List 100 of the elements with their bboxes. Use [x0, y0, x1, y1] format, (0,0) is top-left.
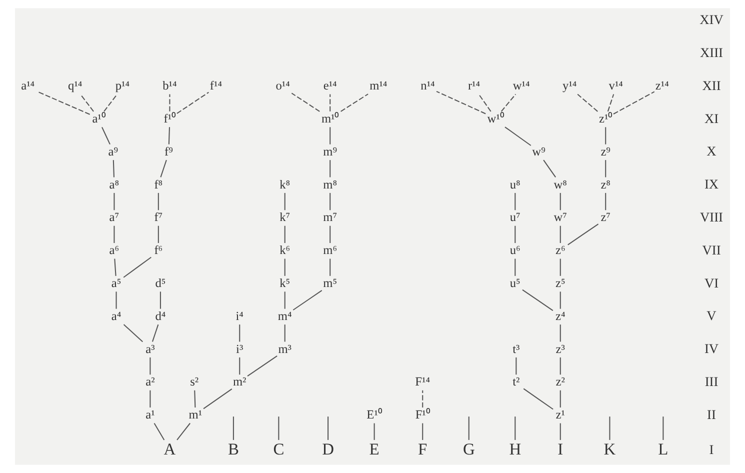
connector — [284, 324, 286, 342]
node-text: m¹ — [188, 408, 202, 422]
node-text: k⁸ — [280, 177, 290, 192]
node-text: a⁴ — [111, 308, 122, 323]
connector — [523, 388, 554, 410]
connector — [607, 94, 614, 112]
connector — [577, 94, 598, 112]
connector — [114, 258, 116, 276]
node-text: a¹⁴ — [21, 78, 35, 93]
node-text: b¹⁴ — [162, 78, 177, 93]
node-text: v¹⁴ — [608, 78, 623, 93]
node-text: u⁷ — [510, 210, 520, 224]
connector — [330, 127, 331, 144]
connector — [340, 94, 368, 112]
node-text: z⁵ — [555, 276, 566, 290]
connector — [543, 160, 556, 178]
connector — [330, 94, 331, 112]
node-text: z⁷ — [600, 210, 610, 224]
node-text: G — [462, 439, 475, 458]
connector — [514, 258, 516, 276]
label: XI — [704, 110, 719, 126]
node-text: m⁸ — [323, 177, 338, 192]
connector — [560, 292, 561, 309]
connector — [662, 416, 664, 440]
node-text: a³ — [146, 342, 155, 356]
label: IV — [704, 341, 719, 356]
connector — [114, 226, 115, 244]
node-text: i⁴ — [236, 308, 244, 323]
connector — [239, 357, 240, 375]
connector — [605, 192, 606, 210]
connector — [194, 390, 196, 408]
connector — [374, 423, 375, 440]
connector — [560, 390, 561, 408]
label: VI — [704, 275, 719, 290]
label: XII — [702, 78, 721, 93]
node-text: s² — [190, 374, 199, 389]
connector — [292, 290, 322, 310]
connector — [522, 289, 554, 311]
connector — [609, 416, 610, 440]
node-text: p¹⁴ — [115, 78, 130, 93]
connector — [203, 388, 232, 410]
node-text: o¹⁴ — [276, 78, 290, 93]
label: III — [704, 374, 718, 389]
connector — [247, 356, 278, 376]
node-text: A — [164, 439, 176, 458]
node-text: z⁶ — [555, 243, 566, 258]
connector — [422, 423, 424, 440]
connector — [291, 92, 320, 112]
node-text: C — [273, 439, 284, 458]
connector — [158, 226, 159, 244]
connector — [613, 91, 655, 114]
node-text: a² — [146, 374, 155, 389]
node-text: t³ — [512, 342, 520, 356]
connector — [150, 390, 151, 408]
node-text: t² — [512, 374, 520, 389]
connector — [504, 126, 532, 146]
label: VII — [702, 242, 721, 258]
node-text: w¹⁰ — [487, 111, 504, 126]
node-text: a¹⁰ — [92, 111, 106, 126]
node-text: D — [322, 439, 334, 458]
node-text: m³ — [278, 342, 292, 356]
connector — [500, 94, 516, 112]
node-text: e¹⁴ — [323, 78, 337, 93]
label: XIV — [700, 12, 724, 28]
connector — [152, 324, 159, 342]
connector — [605, 160, 606, 178]
connector — [560, 357, 561, 375]
node-text: z² — [556, 374, 565, 389]
label: X — [706, 144, 716, 159]
connector — [239, 324, 240, 342]
node-text: f¹⁰ — [164, 111, 176, 126]
connector — [284, 192, 286, 210]
node-text: a⁷ — [109, 210, 120, 224]
node-text: n¹⁴ — [420, 78, 435, 93]
connector — [436, 90, 486, 114]
node-text: a⁸ — [109, 177, 120, 192]
label: XIII — [700, 45, 723, 60]
connector — [80, 94, 94, 112]
label: V — [706, 308, 716, 324]
node-text: z¹ — [556, 408, 565, 422]
node-text: w⁷ — [554, 210, 567, 224]
node-text: f⁸ — [154, 177, 163, 192]
node-text: E¹⁰ — [366, 408, 382, 422]
node-text: q¹⁴ — [68, 78, 82, 93]
node-text: k⁶ — [280, 243, 290, 258]
node-text: L — [658, 439, 668, 458]
connector — [560, 192, 561, 210]
node-text: m⁷ — [323, 210, 338, 224]
node-text: m¹⁴ — [370, 78, 388, 93]
node-text: F¹⁰ — [415, 408, 430, 422]
node-text: E — [369, 439, 380, 458]
connector — [104, 94, 118, 112]
connector — [176, 92, 209, 114]
connector — [123, 324, 143, 342]
node-text: a⁶ — [109, 243, 120, 258]
node-text: y¹⁴ — [562, 78, 577, 93]
label: I — [709, 442, 714, 457]
node-text: m⁴ — [278, 308, 292, 323]
connector — [123, 256, 152, 278]
node-text: B — [228, 439, 239, 458]
